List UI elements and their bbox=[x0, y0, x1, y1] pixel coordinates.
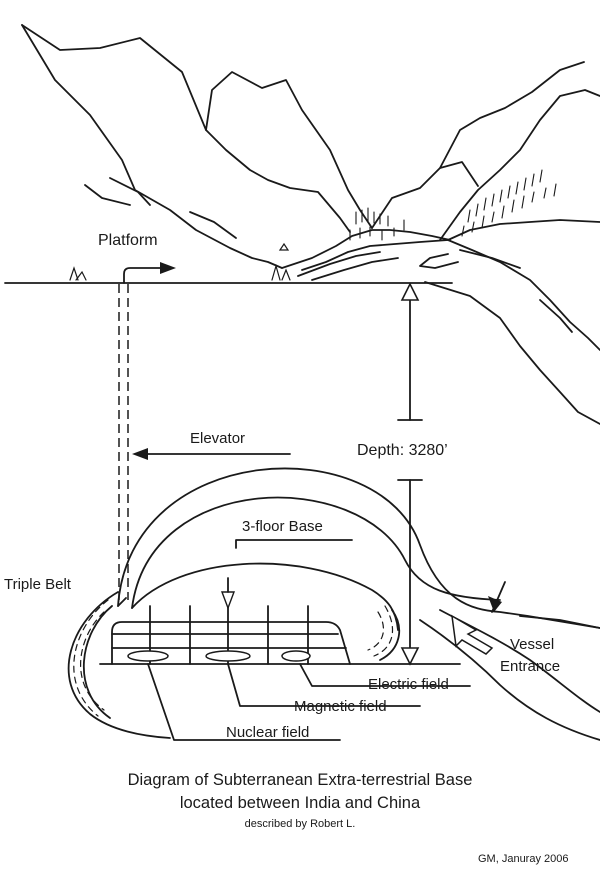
triple-belt bbox=[67, 591, 401, 739]
trees-right bbox=[461, 169, 557, 237]
depth-marker bbox=[397, 282, 423, 666]
magnetic-field-label: Magnetic field bbox=[294, 698, 387, 715]
trees-left bbox=[349, 207, 405, 241]
electric-field-label: Electric field bbox=[368, 676, 449, 693]
platform-label: Platform bbox=[98, 232, 158, 249]
nuclear-field-label: Nuclear field bbox=[226, 724, 310, 741]
vessel-tunnel bbox=[419, 581, 600, 741]
elevator-shaft bbox=[118, 284, 129, 600]
elevator-label: Elevator bbox=[190, 430, 246, 447]
vessel-label: Vessel bbox=[510, 636, 555, 653]
base-label-bracket bbox=[235, 539, 353, 549]
field-leaders bbox=[147, 663, 471, 741]
caption-line-1: Diagram of Subterranean Extra-terrestria… bbox=[127, 771, 473, 789]
triple-belt-label: Triple Belt bbox=[4, 576, 71, 593]
caption-line-3: described by Robert L. bbox=[244, 818, 356, 830]
three-floor-base-label: 3-floor Base bbox=[242, 518, 323, 535]
depth-label: Depth: 3280’ bbox=[357, 442, 448, 459]
shrubs bbox=[69, 242, 291, 281]
mountain-range bbox=[21, 24, 600, 425]
caption-line-2: located between India and China bbox=[179, 794, 421, 812]
credit-label: GM, Januray 2006 bbox=[478, 853, 569, 865]
entrance-label: Entrance bbox=[500, 658, 561, 675]
elevator-pointer bbox=[132, 448, 291, 460]
three-floor-base bbox=[99, 577, 461, 665]
platform-arrow bbox=[123, 262, 176, 284]
base-dome bbox=[117, 467, 600, 631]
